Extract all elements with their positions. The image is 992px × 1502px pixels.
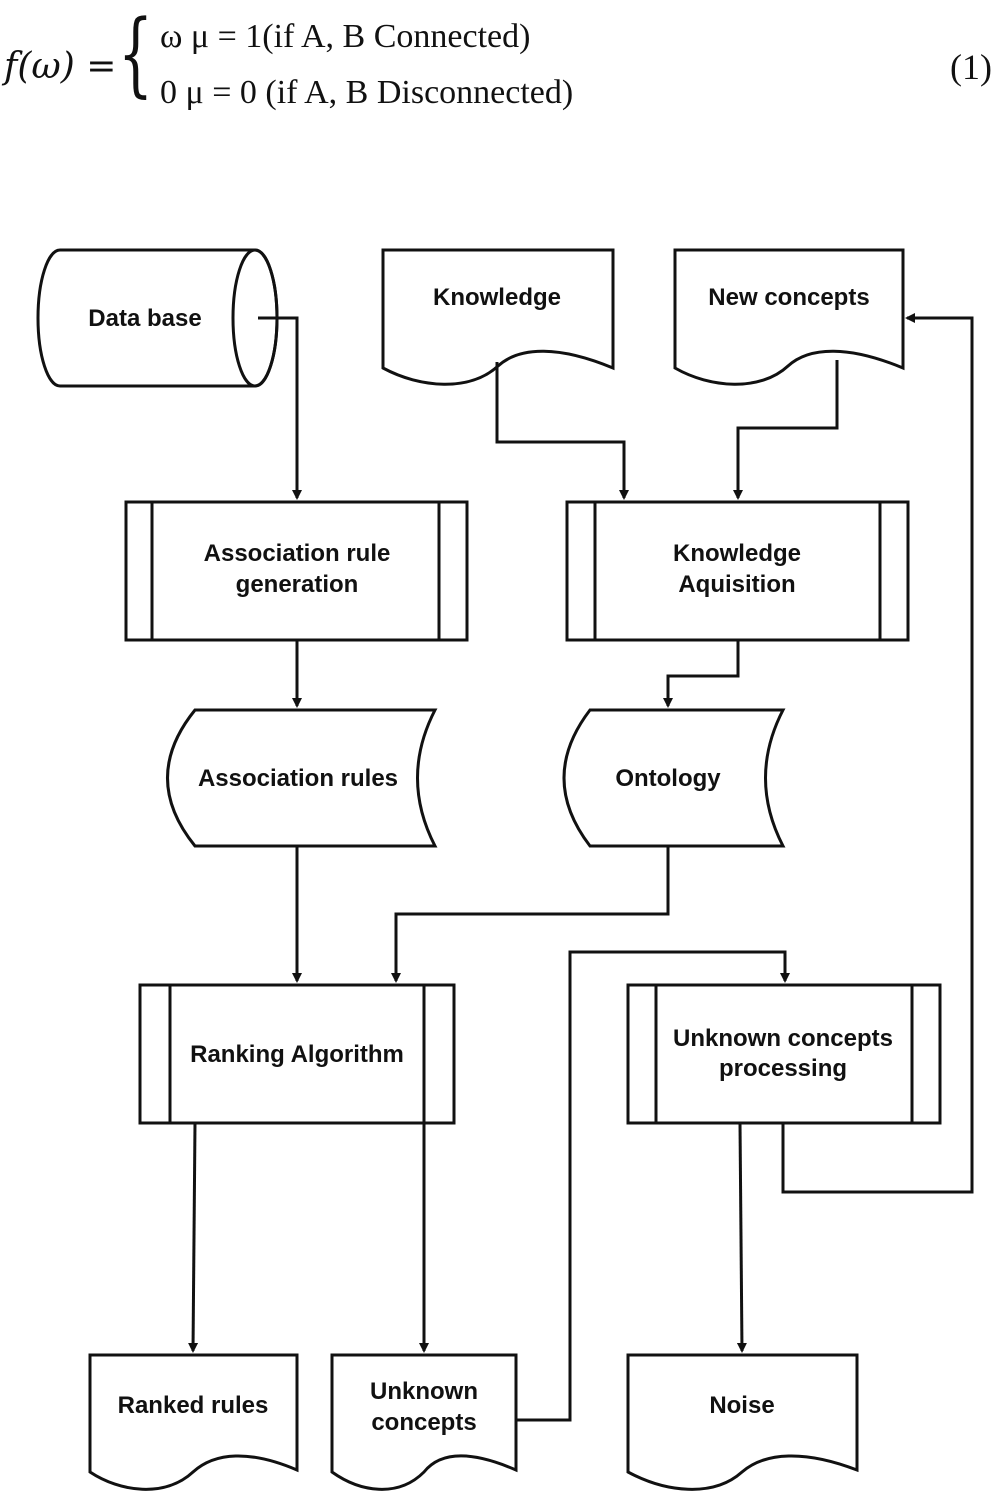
edge-database-to-assoc-gen — [258, 316, 302, 500]
noise-label: Noise — [709, 1392, 774, 1419]
ontology-label: Ontology — [615, 765, 721, 792]
equation-brace: { — [118, 0, 154, 107]
unknown-proc-label-1: Unknown concepts — [673, 1025, 893, 1052]
assoc-rules-label: Association rules — [198, 765, 398, 792]
knowledge-label: Knowledge — [433, 284, 561, 311]
unknown-concepts-node: Unknown concepts — [330, 1353, 518, 1491]
ranking-node: Ranking Algorithm — [138, 983, 456, 1125]
ranking-label: Ranking Algorithm — [190, 1041, 404, 1068]
edge-knowledge-acq-to-ontology — [663, 640, 740, 708]
unknown-concepts-label-2: concepts — [371, 1409, 476, 1436]
equation-number: (1) — [950, 47, 992, 87]
unknown-proc-node: Unknown concepts processing — [626, 983, 942, 1125]
knowledge-node: Knowledge — [381, 248, 615, 386]
knowledge-acq-node: Knowledge Aquisition — [565, 500, 910, 642]
equation-case-connected: ω μ = 1(if A, B Connected) — [160, 18, 531, 55]
knowledge-acq-label-1: Knowledge — [673, 540, 801, 567]
edge-unknown-proc-to-new-concepts — [781, 313, 974, 1194]
unknown-concepts-label-1: Unknown — [370, 1378, 478, 1405]
equation-lhs: f(ω) = — [4, 46, 117, 87]
assoc-gen-label-2: generation — [236, 571, 359, 598]
equation-case-disconnected: 0 μ = 0 (if A, B Disconnected) — [160, 74, 574, 111]
edge-unknown-proc-to-noise — [736, 1122, 747, 1353]
assoc-rules-node: Association rules — [166, 708, 438, 848]
assoc-gen-label-1: Association rule — [204, 540, 391, 567]
assoc-gen-node: Association rule generation — [124, 500, 469, 642]
ontology-node: Ontology — [562, 708, 786, 848]
ranked-rules-label: Ranked rules — [118, 1392, 269, 1419]
database-node: Data base — [36, 248, 279, 388]
new-concepts-label: New concepts — [708, 284, 869, 311]
database-label: Data base — [88, 305, 201, 332]
noise-node: Noise — [626, 1353, 859, 1491]
edge-new-concepts-to-knowledge-acq — [733, 360, 839, 500]
edge-ranking-to-ranked-rules — [188, 1122, 199, 1353]
new-concepts-node: New concepts — [673, 248, 905, 386]
edge-unknown-concepts-to-unknown-proc — [516, 950, 790, 1422]
equation: f(ω) = { ω μ = 1(if A, B Connected) 0 μ … — [0, 0, 992, 150]
knowledge-acq-label-2: Aquisition — [678, 571, 795, 598]
unknown-proc-label-2: processing — [719, 1055, 847, 1082]
edge-knowledge-to-knowledge-acq — [495, 362, 629, 500]
ranked-rules-node: Ranked rules — [88, 1353, 299, 1491]
edge-ontology-to-ranking — [391, 846, 670, 983]
connectors — [188, 313, 974, 1422]
